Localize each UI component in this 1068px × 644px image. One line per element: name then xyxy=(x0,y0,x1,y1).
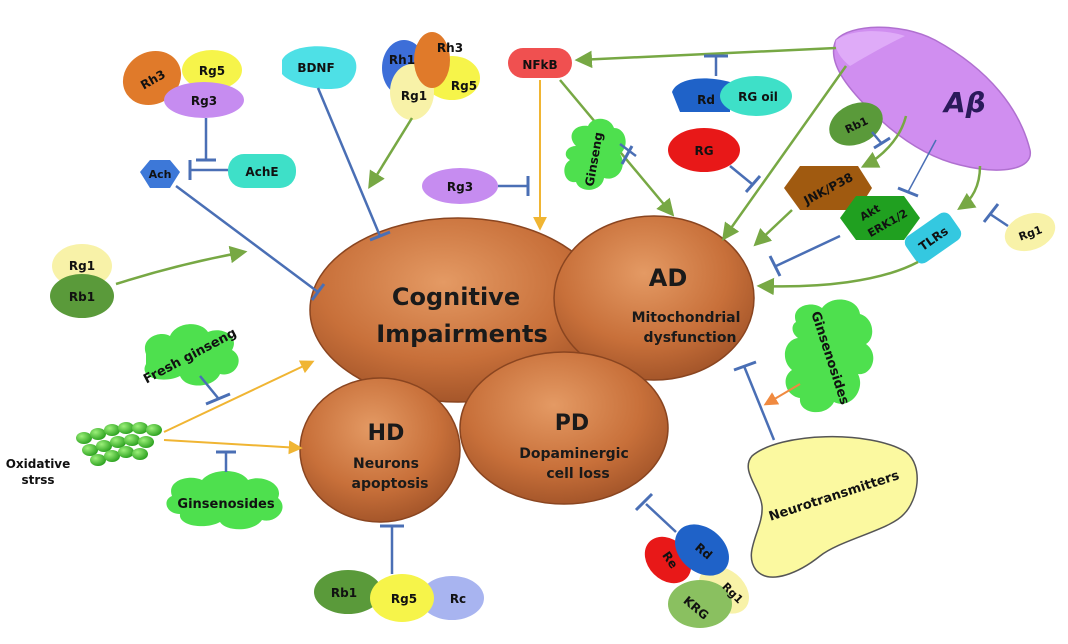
inhibit-bar-fresh-ginseng xyxy=(205,392,231,406)
svg-text:Rh1: Rh1 xyxy=(389,53,415,67)
oxidative-stress-cluster xyxy=(76,422,162,466)
arrow-cluster-to-cognitive xyxy=(368,117,414,189)
svg-text:Rg1: Rg1 xyxy=(401,89,427,103)
inhibit-bar-rg1-right xyxy=(982,203,1000,223)
inhibit-bar-bdnf xyxy=(369,230,391,242)
cognitive-label-1: Cognitive xyxy=(392,283,520,311)
inhibit-bar-rb1 xyxy=(873,136,891,150)
rb1-right-node: Rb1 xyxy=(829,102,883,146)
arrow-abeta-to-nfkb xyxy=(574,46,837,69)
ach-node: Ach xyxy=(140,160,180,188)
inhibit-ginseng-line xyxy=(619,143,637,157)
ginsenosides-left-cloud: Ginsenosides xyxy=(166,471,283,530)
rg1-right-node: Rg1 xyxy=(1004,212,1056,252)
rh1-rh3-rg1-rg5-cluster: Rh1 Rh3 Rg1 Rg5 xyxy=(382,32,480,120)
ache-node: AchE xyxy=(228,154,296,188)
tlrs-node: TLRs xyxy=(904,212,962,264)
arrow-ginsenosides-right xyxy=(763,383,801,406)
inhibit-bar-ach-cog xyxy=(310,283,326,301)
svg-text:Rg1: Rg1 xyxy=(69,259,95,273)
arrow-abeta-to-rb1 xyxy=(860,115,908,168)
svg-text:BDNF: BDNF xyxy=(297,61,334,75)
arrow-tlrs-to-ad xyxy=(756,260,919,296)
svg-text:Ginsenosides: Ginsenosides xyxy=(177,497,274,512)
pd-sub-1: Dopaminergic xyxy=(519,446,629,462)
svg-text:Rd: Rd xyxy=(697,93,715,107)
rg-node: RG xyxy=(668,128,740,172)
rb1-rg5-rc-cluster: Rb1 Rg5 Rc xyxy=(314,570,484,622)
pd-sub-2: cell loss xyxy=(546,466,609,482)
svg-text:AchE: AchE xyxy=(245,165,278,179)
inhibit-abeta-to-akt xyxy=(907,139,937,193)
svg-text:NFkB: NFkB xyxy=(522,58,557,72)
oxidative-label-1: Oxidative xyxy=(6,457,71,471)
inhibit-krg-line xyxy=(645,503,677,533)
svg-text:RG: RG xyxy=(694,144,713,158)
inhibit-bar-neuro xyxy=(733,360,757,372)
inhibit-ach-to-cognitive xyxy=(175,184,319,294)
svg-text:Rc: Rc xyxy=(450,592,466,606)
inhibit-bar-krg xyxy=(634,492,654,512)
arrow-rg1rb1-to-cognitive xyxy=(115,245,248,286)
ginsenosides-right-cloud: Ginsenosides xyxy=(784,299,874,413)
svg-text:RG oil: RG oil xyxy=(738,90,778,104)
svg-text:Rg3: Rg3 xyxy=(447,180,473,194)
inhibit-rg1-right-line xyxy=(989,212,1009,228)
abeta-node: Aβ xyxy=(832,26,1031,171)
re-rd-rg1-krg-cluster: Re Rd Rg1 KRG xyxy=(644,524,750,628)
hd-sub-1: Neurons xyxy=(353,456,419,472)
inhibit-akt-to-ad xyxy=(775,234,841,268)
ginseng-cloud: Ginseng xyxy=(564,118,626,190)
arrow-abeta-to-tlrs xyxy=(957,165,982,210)
inhibit-bar-rg xyxy=(744,175,762,193)
svg-text:Rb1: Rb1 xyxy=(69,290,95,304)
inhibit-bar-abeta-akt xyxy=(897,186,919,198)
ad-title: AD xyxy=(649,264,688,292)
abeta-label: Aβ xyxy=(942,86,986,119)
inhibit-neuro-line xyxy=(742,365,776,441)
svg-text:Rg5: Rg5 xyxy=(199,64,225,78)
pd-node: PD Dopaminergic cell loss xyxy=(459,351,669,505)
hd-node: HD Neurons apoptosis xyxy=(299,377,461,523)
inhibit-bar-ginseng xyxy=(620,145,634,165)
hd-title: HD xyxy=(368,421,405,446)
ad-sub-1: Mitochondrial xyxy=(632,310,741,326)
inhibit-rg-line xyxy=(729,165,753,185)
inhibit-rb1-line xyxy=(871,131,883,145)
arrow-oxidative-to-cognitive xyxy=(163,360,315,433)
arrow-jnk-to-ad xyxy=(753,209,793,247)
cognitive-label-2: Impairments xyxy=(376,320,548,348)
svg-text:Ach: Ach xyxy=(149,168,172,181)
inhibit-fresh-ginseng-line xyxy=(199,375,219,399)
inhibit-bdnf-to-cognitive xyxy=(316,87,382,237)
neurotransmitters-node: Neurotransmitters xyxy=(747,436,918,578)
fresh-ginseng-cloud: Fresh ginseng xyxy=(141,324,239,387)
rg3-node: Rg3 xyxy=(422,168,498,204)
rd-rgoil-cluster: Rd RG oil xyxy=(672,76,792,116)
svg-text:Rg3: Rg3 xyxy=(191,94,217,108)
ad-sub-2: dysfunction xyxy=(644,330,737,346)
svg-text:Rg5: Rg5 xyxy=(391,592,417,606)
rg1-rb1-left-cluster: Rg1 Rb1 xyxy=(50,244,114,318)
inhibit-bar-akt-ad xyxy=(768,255,782,277)
akt-erk-node: Akt ERK1/2 xyxy=(840,196,920,240)
oxidative-label-2: strss xyxy=(21,473,54,487)
hd-sub-2: apoptosis xyxy=(352,476,429,492)
nfkb-node: NFkB xyxy=(508,48,572,78)
svg-text:Rb1: Rb1 xyxy=(331,586,357,600)
svg-text:Rh3: Rh3 xyxy=(437,41,463,55)
bdnf-node: BDNF xyxy=(282,46,357,90)
arrow-oxidative-to-hd xyxy=(163,439,303,455)
svg-text:Rg5: Rg5 xyxy=(451,79,477,93)
arrow-abeta-to-ad-1 xyxy=(721,65,848,241)
pd-title: PD xyxy=(555,411,589,436)
rh3-rg5-rg3-cluster: Rh3 Rg5 Rg3 xyxy=(122,50,244,118)
jnk-node: JNK/P38 xyxy=(784,166,872,210)
ad-node: AD Mitochondrial dysfunction xyxy=(553,215,755,381)
